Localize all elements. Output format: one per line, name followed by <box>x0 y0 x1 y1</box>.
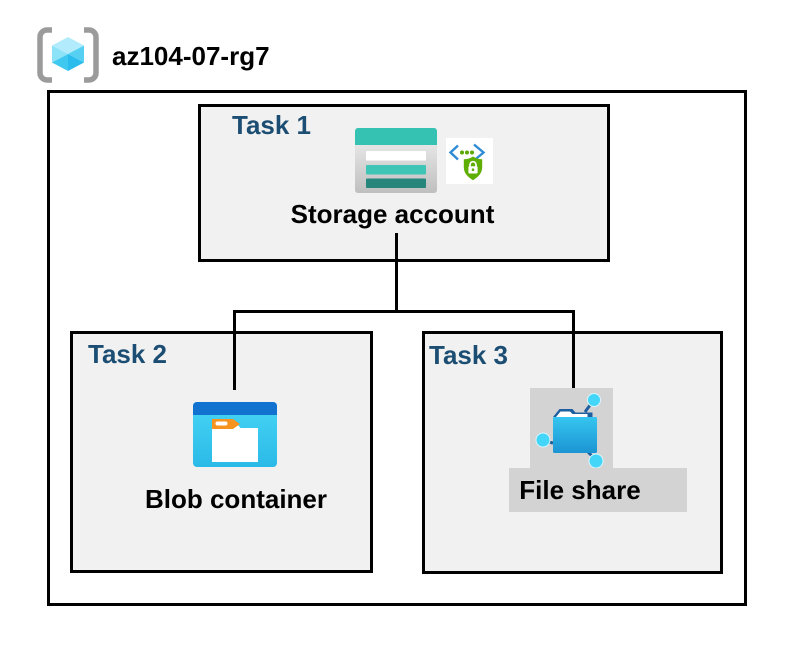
storage-account-label: Storage account <box>290 199 495 229</box>
connector-drop-file-share <box>572 310 575 388</box>
task3-box: Task 3 <box>422 331 723 574</box>
task3-label: Task 3 <box>429 340 509 370</box>
storage-account-icon <box>355 128 437 193</box>
resource-group-icon <box>37 27 99 83</box>
connector-drop-blob-container <box>233 310 236 390</box>
task1-box: Task 1 Storage account <box>198 104 610 262</box>
file-share-label-plate: File share <box>509 468 687 512</box>
resource-group-name: az104-07-rg7 <box>112 41 270 71</box>
file-share-icon-backdrop <box>530 388 613 469</box>
connector-storage-trunk <box>395 233 398 312</box>
blob-container-icon <box>193 402 277 467</box>
api-security-lock-icon <box>446 138 493 184</box>
blob-container-label: Blob container <box>144 484 327 514</box>
task1-label: Task 1 <box>232 110 312 140</box>
file-share-icon <box>530 388 613 469</box>
task2-box: Task 2 Blob container <box>70 331 373 573</box>
file-share-label: File share <box>519 475 641 505</box>
task2-label: Task 2 <box>88 339 168 369</box>
connector-crossbar <box>233 310 575 313</box>
